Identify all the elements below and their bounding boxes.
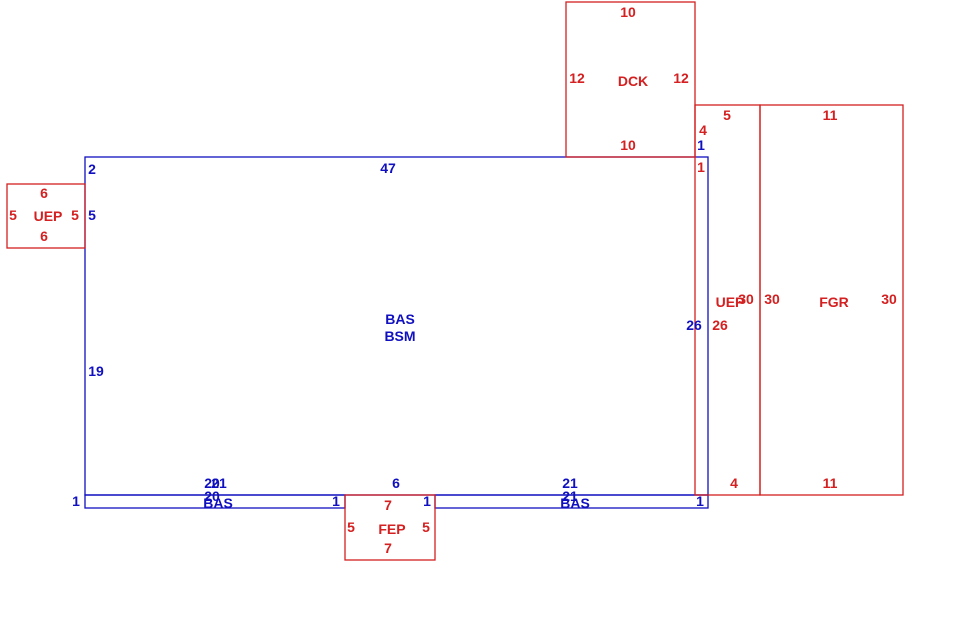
main-bottom-dim: 6 xyxy=(392,475,400,491)
main-right-lower-dim: 1 xyxy=(697,159,705,175)
fgr-top-dim: 11 xyxy=(823,107,838,123)
bas-strip-left-code: BAS xyxy=(203,495,233,511)
bas-strip-right-right-dim: 1 xyxy=(696,493,704,509)
main-bottom-right-dim: 21 xyxy=(562,475,578,491)
main-left-upper-dim: 5 xyxy=(88,207,96,223)
main-right-dim: 26 xyxy=(686,317,702,333)
uep-right-bottom-dim: 4 xyxy=(730,475,738,491)
uep-left-bottom-dim: 6 xyxy=(40,228,48,244)
uep-left-left-dim: 5 xyxy=(9,207,17,223)
bas-strip-left-top-dim: 20 xyxy=(204,488,220,504)
bas-strip-left-right-dim: 1 xyxy=(332,493,340,509)
dck-left-dim: 12 xyxy=(569,70,585,86)
uep-right-code: UEP xyxy=(716,294,745,310)
main-left-dim: 19 xyxy=(88,363,104,379)
uep-right-left-dim: 26 xyxy=(712,317,728,333)
uep-left-top-dim: 6 xyxy=(40,185,48,201)
dck-top-dim: 10 xyxy=(620,4,636,20)
fep-code: FEP xyxy=(378,521,405,537)
dck-code: DCK xyxy=(618,73,648,89)
dck-bottom-dim: 10 xyxy=(620,137,636,153)
uep-left-right-dim: 5 xyxy=(71,207,79,223)
uep-right-top-dim: 5 xyxy=(723,107,731,123)
fgr-code: FGR xyxy=(819,294,849,310)
main-corner-dim: 2 xyxy=(88,161,96,177)
main-bottom-left-dim-a: 20 xyxy=(204,475,220,491)
uep-right-upper-dim: 4 xyxy=(699,122,707,138)
bas-strip-right-code: BAS xyxy=(560,495,590,511)
main-area-code-1: BAS xyxy=(385,311,415,327)
uep-left-outline xyxy=(6,183,86,249)
fgr-outline xyxy=(759,104,904,496)
fgr-bottom-dim: 11 xyxy=(823,475,838,491)
bas-strip-right-top-dim: 21 xyxy=(562,488,578,504)
fep-left-dim: 5 xyxy=(347,519,355,535)
bas-strip-right-left-dim: 1 xyxy=(423,493,431,509)
fep-bottom-dim: 7 xyxy=(384,540,392,556)
main-right-upper-dim: 1 xyxy=(697,137,705,153)
fep-right-dim: 5 xyxy=(422,519,430,535)
fep-outline xyxy=(344,494,436,561)
uep-left-code: UEP xyxy=(34,208,63,224)
dck-outline xyxy=(565,1,696,158)
uep-right-right-dim: 30 xyxy=(738,291,754,307)
main-top-dim: 47 xyxy=(380,160,396,176)
fep-top-dim: 7 xyxy=(384,497,392,513)
bas-strip-left-left-dim: 1 xyxy=(72,493,80,509)
main-bottom-left-dim-b: 21 xyxy=(211,475,227,491)
main-area-code-2: BSM xyxy=(384,328,415,344)
dck-right-dim: 12 xyxy=(673,70,689,86)
fgr-left-dim: 30 xyxy=(764,291,780,307)
fgr-right-dim: 30 xyxy=(881,291,897,307)
